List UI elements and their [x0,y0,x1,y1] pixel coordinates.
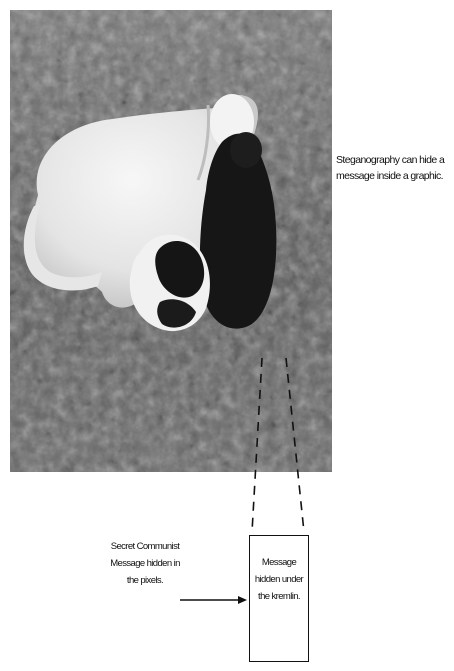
steganography-caption: Steganography can hide a message inside … [336,154,445,182]
arrow-head-icon [238,596,247,604]
hidden-message-text: Message hidden under the kremlin. [254,557,304,602]
hidden-message-box: Message hidden under the kremlin. [249,535,309,662]
secret-message-label: Secret Communist Message hidden in the p… [110,541,180,586]
dogs-photo [10,10,332,472]
